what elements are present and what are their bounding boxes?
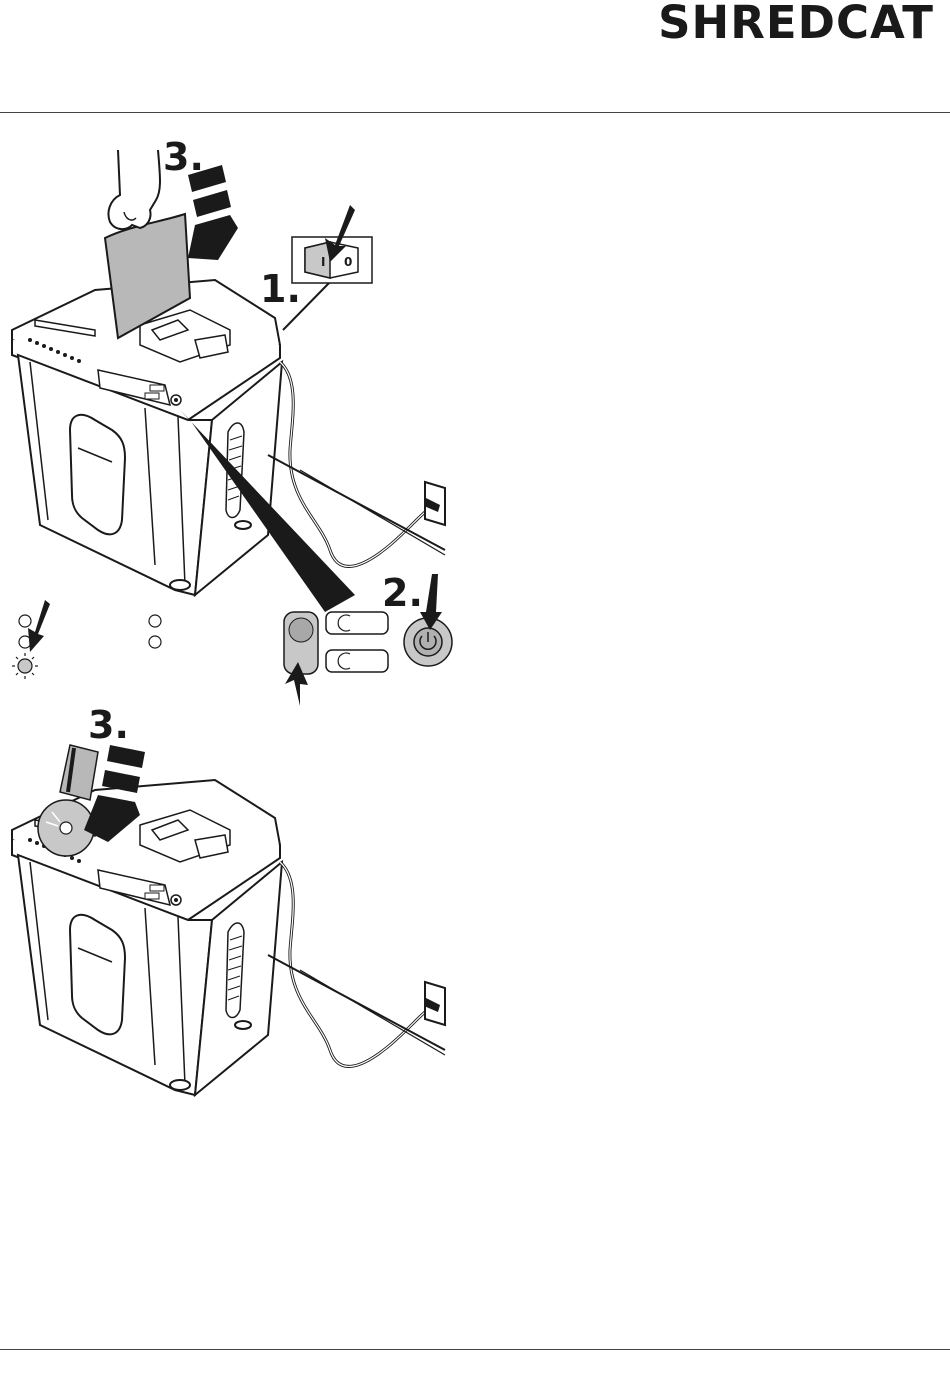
insert-down-arrow-icon	[188, 165, 238, 260]
svg-text:I: I	[321, 255, 325, 269]
status-led-lit	[18, 659, 32, 673]
reverse-button	[326, 650, 388, 672]
status-led	[149, 615, 161, 627]
forward-button	[326, 612, 388, 634]
svg-text:0: 0	[344, 255, 352, 269]
status-led	[149, 636, 161, 648]
indicator-arrow-icon	[28, 600, 50, 652]
hand-icon	[108, 150, 160, 229]
status-led	[19, 615, 31, 627]
